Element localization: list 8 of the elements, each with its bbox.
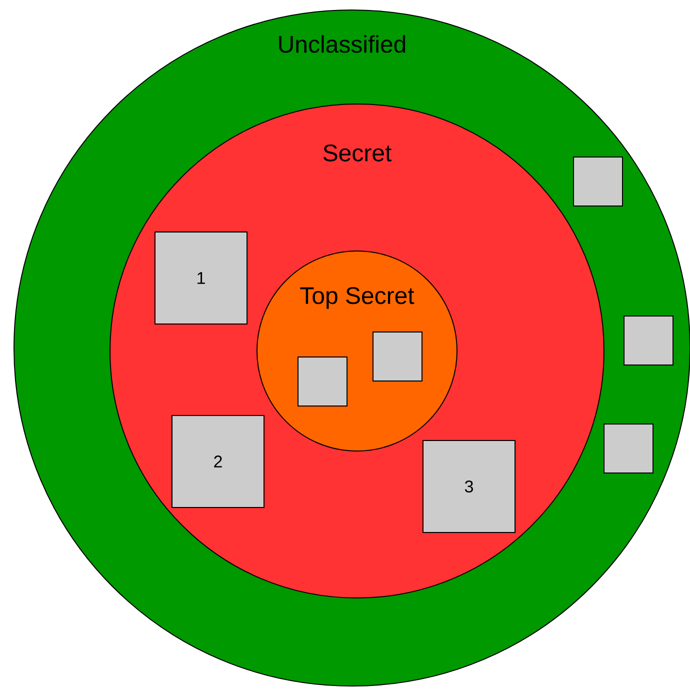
square	[298, 356, 348, 406]
square	[372, 332, 422, 382]
square	[624, 316, 674, 366]
numbered-square: 2	[172, 415, 264, 508]
numbered-square: 3	[422, 440, 516, 533]
square	[604, 424, 654, 474]
square	[573, 156, 623, 206]
numbered-square: 1	[154, 232, 248, 324]
